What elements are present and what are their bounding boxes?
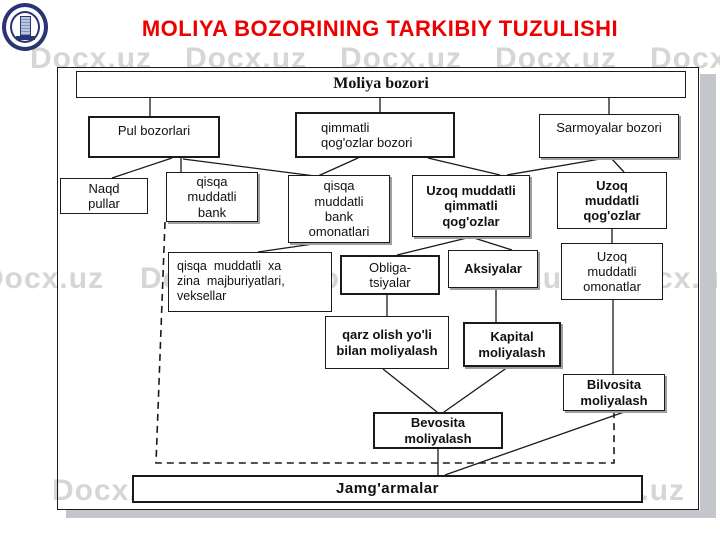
node-kapital-moliyalash: Kapital moliyalash [463,322,561,367]
edge-umqq-obligatsiyalar [396,236,472,256]
edge-qimmatli-omonatlari [317,157,359,177]
edge-pul-naqd [111,157,173,179]
edge-kapital-bevosita [443,366,509,413]
watermark-text: Docx.uz [340,42,463,75]
node-qimmatli-qogozlar-bozori: qimmatli qog'ozlar bozori [295,112,455,158]
node-qisqa-muddatli-bank: qisqa muddatli bank [166,172,258,222]
edge-bank-bilvosita-dashed [155,221,615,464]
node-moliya-bozori: Moliya bozori [76,71,686,98]
node-jamgarmalar: Jamg'armalar [132,475,643,503]
node-naqd-pullar: Naqd pullar [60,178,148,214]
node-bevosita-moliyalash: Bevosita moliyalash [373,412,503,449]
node-uzoq-muddatli-omonatlar: Uzoq muddatli omonatlar [561,243,663,300]
node-pul-bozorlari: Pul bozorlari [88,116,220,158]
edge-pul-omonatlari [182,158,316,177]
edge-umqq-aksiyalar [470,236,513,251]
slide-shadow-bottom [66,510,716,518]
university-emblem-icon [2,3,50,55]
diagram-frame [57,67,699,510]
slide-shadow-right [700,74,716,518]
watermark-text: Docx.uz [30,42,153,75]
watermark-text: Docx.uz [0,262,105,295]
node-aksiyalar: Aksiyalar [448,250,538,288]
node-uzoq-muddatli-qimmatli-qogozlar: Uzoq muddatli qimmatli qog'ozlar [412,175,530,237]
edge-sarmoyalar-umq [610,157,625,173]
edge-sarmoyalar-umqq [506,157,607,176]
node-qisqa-muddatli-bank-omonatlari: qisqa muddatli bank omonatlari [288,175,390,243]
watermark-text: Docx.uz [185,42,308,75]
edge-qimmatli-umqq [427,157,501,176]
watermark-text: Docx.uz [495,42,618,75]
edge-jamgarmalar-bilvosita [444,410,628,476]
page-title: MOLIYA BOZORINING TARKIBIY TUZULISHI [141,16,619,41]
node-sarmoyalar-bozori: Sarmoyalar bozori [539,114,679,158]
node-obligatsiyalar: Obliga- tsiyalar [340,255,440,295]
watermark-text: Docx.uz [650,42,720,75]
node-qarz-olish-yoli-bilan-moliyalash: qarz olish yo'li bilan moliyalash [325,316,449,369]
node-uzoq-muddatli-qogozlar: Uzoq muddatli qog'ozlar [557,172,667,229]
edge-qarz-bevosita [382,368,438,413]
edge-omonatlari-xazina [257,242,321,253]
node-qisqa-muddatli-xazina: qisqa muddatli xa zina majburiyatlari, v… [168,252,332,312]
node-bilvosita-moliyalash: Bilvosita moliyalash [563,374,665,411]
